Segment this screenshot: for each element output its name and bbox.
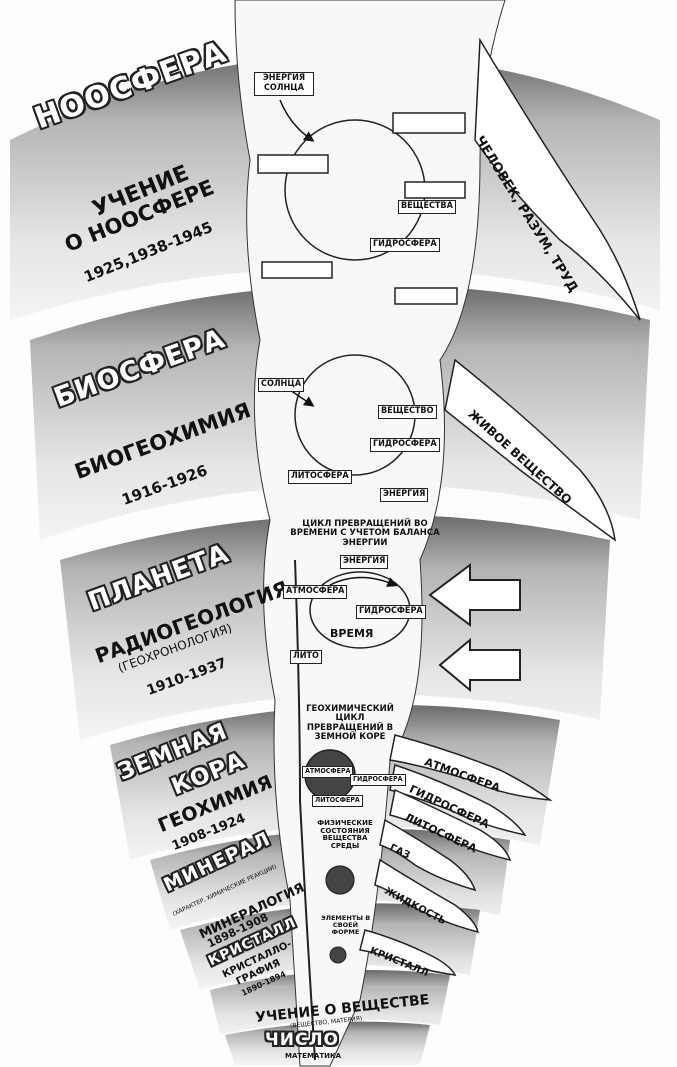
header-number: ЧИСЛО bbox=[265, 1032, 339, 1050]
box-litho-planet: ЛИТО bbox=[290, 650, 322, 664]
note-cycle-time: ЦИКЛ ПРЕВРАЩЕНИЙ ВО ВРЕМЕНИ С УЧЕТОМ БАЛ… bbox=[290, 520, 440, 548]
note-phys-states-text: ФИЗИЧЕСКИЕ СОСТОЯНИЯ ВЕЩЕСТВА СРЕДЫ bbox=[317, 819, 373, 850]
box-sun: СОЛНЦА bbox=[258, 378, 304, 392]
note-elements: ЭЛЕМЕНТЫ В СВОЕЙ ФОРМЕ bbox=[318, 915, 373, 936]
box-lithosphere-bio: ЛИТОСФЕРА bbox=[288, 470, 352, 484]
cycle-crystal bbox=[330, 947, 346, 963]
note-cycle-time-text: ЦИКЛ ПРЕВРАЩЕНИЙ ВО ВРЕМЕНИ С УЧЕТОМ БАЛ… bbox=[290, 519, 439, 548]
blank-box-2 bbox=[258, 155, 328, 173]
note-elements-text: ЭЛЕМЕНТЫ В СВОЕЙ ФОРМЕ bbox=[321, 914, 370, 936]
blank-box-5 bbox=[395, 288, 457, 304]
blank-box-4 bbox=[262, 262, 332, 278]
box-substance-bio: ВЕЩЕСТВО bbox=[378, 405, 437, 419]
note-geochem-cycle-text: ГЕОХИМИЧЕСКИЙ ЦИКЛ ПРЕВРАЩЕНИЙ В ЗЕМНОЙ … bbox=[306, 704, 394, 742]
box-atmo-crust: АТМОСФЕРА bbox=[302, 766, 353, 778]
box-substances-top: ВЕЩЕСТВА bbox=[398, 200, 456, 214]
blank-box-3 bbox=[405, 182, 465, 198]
box-energy-bio: ЭНЕРГИЯ bbox=[380, 488, 428, 502]
note-geochem-cycle: ГЕОХИМИЧЕСКИЙ ЦИКЛ ПРЕВРАЩЕНИЙ В ЗЕМНОЙ … bbox=[300, 705, 400, 742]
box-hydrosphere-planet: ГИДРОСФЕРА bbox=[356, 605, 426, 619]
box-sun-energy-text: ЭНЕРГИЯ СОЛНЦА bbox=[263, 73, 305, 93]
box-energy-planet: ЭНЕРГИЯ bbox=[340, 555, 388, 569]
note-phys-states: ФИЗИЧЕСКИЕ СОСТОЯНИЯ ВЕЩЕСТВА СРЕДЫ bbox=[310, 820, 380, 851]
box-litho-crust: ЛИТОСФЕРА bbox=[312, 795, 363, 807]
box-atmosphere-planet: АТМОСФЕРА bbox=[283, 585, 347, 599]
cycle-mineral bbox=[326, 866, 354, 894]
box-hydro-crust: ГИДРОСФЕРА bbox=[350, 774, 406, 786]
box-sun-energy: ЭНЕРГИЯ СОЛНЦА bbox=[254, 72, 314, 96]
science-number: МАТЕМАТИКА bbox=[285, 1053, 341, 1060]
blank-box-1 bbox=[393, 113, 465, 133]
box-hydrosphere-top: ГИДРОСФЕРА bbox=[370, 238, 440, 252]
note-time: ВРЕМЯ bbox=[330, 628, 373, 640]
box-hydrosphere-bio: ГИДРОСФЕРА bbox=[370, 438, 440, 452]
